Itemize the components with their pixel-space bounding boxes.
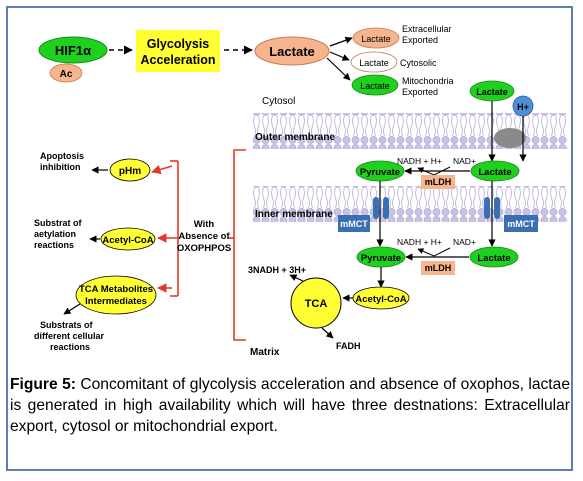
arrow-tca-to-nadh <box>289 274 304 282</box>
arrow-to-mito <box>326 57 351 81</box>
pyruvate-2-label: Pyruvate <box>361 253 401 264</box>
phm-node <box>109 158 151 182</box>
glycolysis-label-2: Acceleration <box>140 53 215 67</box>
mldh-2-box <box>421 261 455 275</box>
extracellular-label-1: Extracellular <box>402 24 452 34</box>
mito-label-2: Exported <box>402 87 438 97</box>
tca-metabolites-label-2: Intermediates <box>85 296 147 307</box>
lactate-bottom-node <box>469 246 519 268</box>
acetyl-coa-left-node <box>100 227 156 251</box>
mmct-left-box <box>338 215 370 232</box>
arrow-tca-to-fadh <box>321 327 334 339</box>
ac-label: Ac <box>60 69 73 80</box>
with-label-3: OXOPHPOS <box>177 243 231 254</box>
nadh-label-1: NADH + H+ <box>397 156 442 166</box>
right-channel-b <box>494 197 500 219</box>
cytosolic-label: Cytosolic <box>400 58 437 68</box>
lactate-mito-label: Lactate <box>360 81 390 91</box>
substrat-label-3: reactions <box>34 240 74 250</box>
glycolysis-label-1: Glycolysis <box>147 37 210 51</box>
mmct-left-label: mMCT <box>340 219 368 229</box>
apoptosis-label-2: inhibition <box>40 162 81 172</box>
lactate-cyt-label: Lactate <box>359 58 389 68</box>
nad-label-2: NAD+ <box>453 237 476 247</box>
cytosol-label: Cytosol <box>262 96 295 107</box>
outer-transporter <box>494 128 526 148</box>
red-bracket <box>233 149 246 341</box>
tca-label: TCA <box>305 298 328 310</box>
mldh-2-label: mLDH <box>425 263 452 273</box>
hif1a-label: HIF1α <box>55 43 91 58</box>
arrow-to-extracellular <box>329 36 353 47</box>
red-arrow-phm <box>151 164 173 175</box>
with-label-2: Absence of <box>178 231 230 242</box>
lactate-bottom-label: Lactate <box>477 253 510 264</box>
with-label-1: With <box>194 219 215 230</box>
inner-membrane-label: Inner membrane <box>255 209 333 220</box>
nadh-label-2: NADH + H+ <box>397 237 442 247</box>
tca-metabolites-label-1: TCA Metabolites <box>79 284 153 295</box>
left-channel-a <box>373 197 379 219</box>
outer-membrane-label: Outer membrane <box>255 132 335 143</box>
phm-label: pHm <box>119 166 141 177</box>
extracellular-label-2: Exported <box>402 35 438 45</box>
lactate-top-label: Lactate <box>476 87 508 97</box>
pyruvate-1-label: Pyruvate <box>360 167 400 178</box>
substrates-label-3: reactions <box>50 342 90 352</box>
nadh3-label: 3NADH + 3H+ <box>248 265 306 275</box>
arrow-to-cytosolic <box>329 51 350 61</box>
tca-node <box>290 277 342 329</box>
matrix-label: Matrix <box>250 347 280 358</box>
lactate-mid-node <box>470 160 520 182</box>
substrates-label-1: Substrats of <box>40 320 94 330</box>
caption-label: Figure 5: <box>10 376 76 393</box>
lactate-mid-label: Lactate <box>478 167 511 178</box>
acetyl-coa-right-label: Acetyl-CoA <box>355 294 406 305</box>
mmct-right-label: mMCT <box>507 219 535 229</box>
mldh-1-label: mLDH <box>425 177 452 187</box>
acetyl-coa-left-label: Acetyl-CoA <box>102 235 153 246</box>
substrat-label-2: aetylation <box>34 229 76 239</box>
lactate-ext-node <box>352 27 400 49</box>
lactate-main-label: Lactate <box>269 44 315 59</box>
lactate-cyt-node <box>350 51 398 73</box>
apoptosis-label-1: Apoptosis <box>40 151 84 161</box>
right-channel-a <box>484 197 490 219</box>
mmct-right-box <box>504 215 538 232</box>
hplus-label: H+ <box>517 102 529 112</box>
lactate-mito-node <box>351 74 399 96</box>
ac-node <box>49 63 83 83</box>
hif1a-node <box>38 36 108 64</box>
substrat-label-1: Substrat of <box>34 218 83 228</box>
figure-caption: Figure 5: Concomitant of glycolysis acce… <box>10 374 570 437</box>
lactate-main-node <box>254 36 330 66</box>
lactate-ext-label: Lactate <box>361 34 391 44</box>
nad-label-1: NAD+ <box>453 156 476 166</box>
glycolysis-box <box>136 30 220 72</box>
caption-text: Concomitant of glycolysis acceleration a… <box>10 376 570 435</box>
tca-metabolites-node <box>75 275 157 315</box>
substrates-label-2: different cellular <box>34 331 105 341</box>
mldh-1-box <box>421 175 455 189</box>
arrow-nad-swap-2 <box>417 247 451 257</box>
left-channel-b <box>383 197 389 219</box>
mito-label-1: Mitochondria <box>402 76 454 86</box>
fadh-label: FADH <box>336 341 361 351</box>
arrow-tca-met-to-substrates <box>63 303 81 315</box>
